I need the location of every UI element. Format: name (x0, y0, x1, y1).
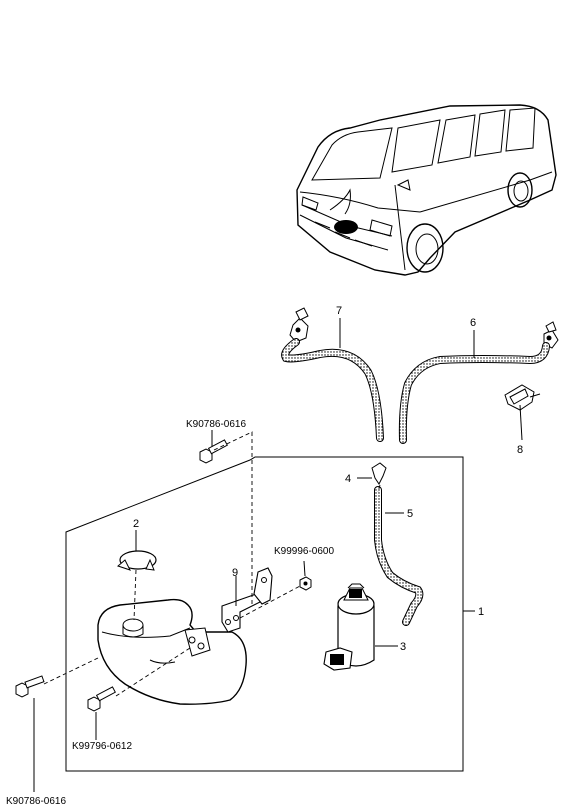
bolt-bottom (15, 675, 45, 792)
callout-7: 7 (336, 305, 342, 317)
assembly-frame (65, 456, 464, 772)
part-number-bolt-mid: K99796-0612 (72, 741, 132, 752)
callout-3: 3 (400, 641, 406, 653)
hose-joint-4 (357, 462, 387, 485)
nut (299, 560, 312, 591)
hose-7 (281, 307, 384, 442)
assembly-guide-lines (43, 431, 381, 697)
hose-5 (374, 486, 424, 626)
part-number-bolt-bottom: K90786-0616 (6, 796, 66, 807)
callout-8: 8 (517, 444, 523, 456)
reservoir-cap-2 (117, 530, 157, 571)
van-illustration (296, 104, 557, 276)
callout-5: 5 (407, 508, 413, 520)
callout-9: 9 (232, 567, 238, 579)
callout-1: 1 (478, 606, 484, 618)
part-number-nut: K99996-0600 (274, 546, 334, 557)
hose-clip-8 (504, 384, 541, 441)
bolt-top (199, 430, 228, 464)
washer-reservoir (97, 598, 247, 705)
part-number-bolt-top: K90786-0616 (186, 419, 246, 430)
hose-6 (398, 321, 559, 444)
washer-pump-3 (323, 583, 398, 671)
callout-4: 4 (345, 473, 351, 485)
bracket-9 (221, 567, 273, 633)
bolt-mid (87, 686, 116, 740)
callout-2: 2 (133, 518, 139, 530)
reservoir-location-marker (334, 220, 358, 234)
callout-6: 6 (470, 317, 476, 329)
